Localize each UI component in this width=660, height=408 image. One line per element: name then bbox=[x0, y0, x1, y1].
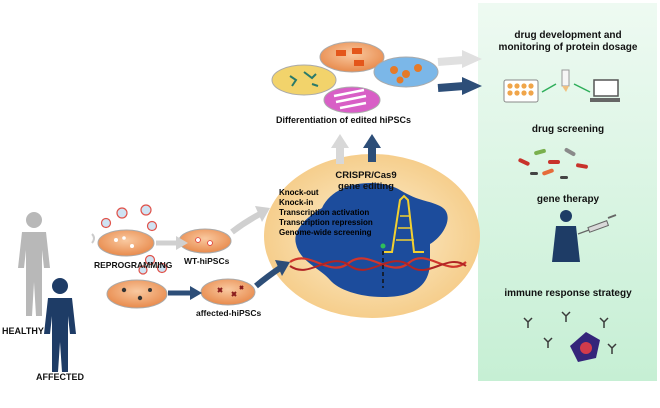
well-plate-icon bbox=[503, 79, 539, 103]
computer-icon bbox=[590, 79, 620, 102]
editing-method-item: Knock-in bbox=[279, 198, 314, 207]
virus-particles bbox=[100, 204, 168, 275]
label-affected: AFFECTED bbox=[36, 372, 84, 382]
label-wt-hipscs: WT-hiPSCs bbox=[184, 256, 230, 266]
editing-method-item: Knock-out bbox=[279, 188, 319, 197]
arrow-wt-to-editing-head bbox=[255, 206, 270, 222]
pills-icon bbox=[518, 148, 588, 179]
dish-hepatocytes bbox=[373, 56, 439, 88]
app-gene-therapy: gene therapy bbox=[536, 194, 600, 205]
dish-wt-hipscs bbox=[178, 228, 232, 254]
syringe-icon bbox=[577, 214, 617, 235]
app-drug-development-line1: drug development and bbox=[514, 30, 622, 41]
arrow-up-dark-head bbox=[363, 134, 381, 148]
dna-strand-1 bbox=[289, 257, 467, 269]
arrow-plate-to-tube bbox=[541, 83, 557, 93]
label-healthy: HEALTHY bbox=[2, 326, 44, 336]
arrow-to-panel-light bbox=[437, 56, 465, 66]
arrow-reprog-to-wt-head bbox=[176, 236, 188, 250]
healthy-person-icon bbox=[18, 212, 50, 316]
target-cell-icon bbox=[570, 332, 600, 362]
tube-icon bbox=[561, 69, 570, 92]
app-drug-screening: drug screening bbox=[531, 124, 605, 135]
arrow-healthy bbox=[91, 233, 95, 244]
arrow-up-light-head bbox=[331, 134, 349, 148]
editing-method-item: Transcription activation bbox=[279, 208, 370, 217]
app-drug-development-line2: monitoring of protein dosage bbox=[498, 42, 638, 53]
app-drug-development: drug development and monitoring of prote… bbox=[480, 30, 656, 54]
guide-rna-rungs bbox=[396, 215, 414, 241]
patient-icon bbox=[552, 210, 580, 262]
dna-strand-2 bbox=[289, 260, 467, 272]
editing-method-item: Genome-wide screening bbox=[279, 228, 372, 237]
arrow-affected-to-editing bbox=[254, 265, 282, 289]
arrow-to-affected-head bbox=[190, 286, 202, 300]
app-immune-response: immune response strategy bbox=[504, 288, 632, 299]
applications-panel bbox=[478, 3, 657, 381]
editing-method-item: Transcription repression bbox=[279, 218, 373, 227]
immune-cells-icon bbox=[523, 311, 617, 354]
dish-affected-cells bbox=[106, 279, 168, 309]
label-crispr: CRISPR/Cas9 gene editing bbox=[326, 170, 406, 192]
dish-myotubes bbox=[323, 86, 381, 114]
arrow-to-panel-dark-head bbox=[462, 77, 482, 95]
label-reprogramming: REPROGRAMMING bbox=[94, 260, 173, 270]
arrow-to-panel-dark bbox=[437, 82, 465, 92]
editing-methods-list: Knock-out Knock-in Transcription activat… bbox=[279, 188, 373, 238]
arrow-tube-to-computer bbox=[573, 83, 591, 93]
label-affected-hipscs: affected-hiPSCs bbox=[196, 308, 262, 318]
dish-affected-hipscs bbox=[200, 278, 256, 306]
dish-neurons bbox=[271, 64, 337, 96]
arrow-to-panel-light-head bbox=[462, 50, 482, 68]
dish-cardiomyocytes bbox=[319, 41, 385, 73]
label-crispr-line1: CRISPR/Cas9 bbox=[335, 170, 397, 181]
arrow-wt-to-editing bbox=[230, 211, 262, 235]
label-differentiation: Differentiation of edited hiPSCs bbox=[276, 115, 412, 125]
affected-person-icon bbox=[44, 278, 76, 372]
guide-rna bbox=[384, 194, 424, 253]
pam-marker bbox=[380, 243, 386, 249]
arrow-affected-to-editing-head bbox=[275, 260, 290, 276]
dish-reprogramming bbox=[97, 229, 155, 257]
label-crispr-line2: gene editing bbox=[338, 181, 394, 192]
